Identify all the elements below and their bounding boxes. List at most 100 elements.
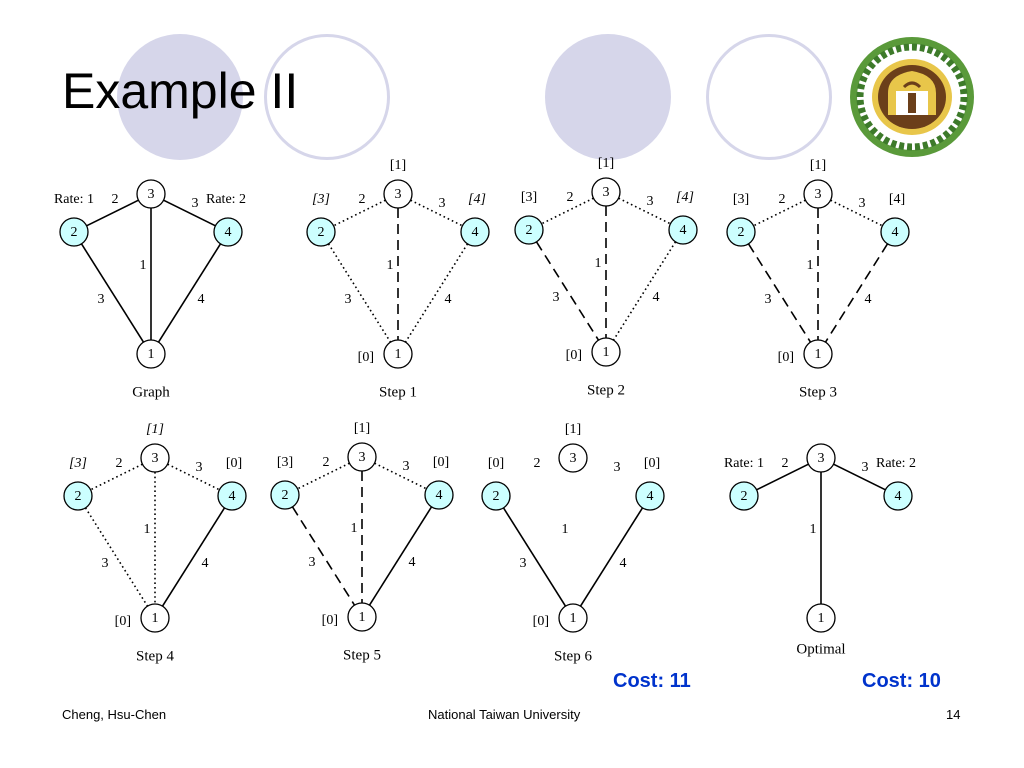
node-value-2: [3] — [69, 456, 87, 471]
edge-3-4 — [833, 463, 886, 491]
node-2 — [270, 480, 300, 510]
edge-weight-2-1: 3 — [309, 555, 316, 570]
footer-institution: National Taiwan University — [428, 707, 581, 722]
node-label-3: 3 — [359, 450, 366, 465]
node-label-3: 3 — [148, 187, 155, 202]
node-value-4: [4] — [889, 192, 905, 207]
edge-3-2 — [297, 462, 350, 490]
graph-caption: Step 4 — [136, 648, 174, 664]
cost-label-optimal: Cost: 10 — [862, 670, 941, 692]
node-2 — [729, 481, 759, 511]
page-number: 14 — [946, 707, 961, 722]
node-label-4: 4 — [892, 225, 899, 240]
node-value-1: [0] — [358, 350, 374, 365]
edge-4-1 — [157, 243, 222, 343]
edge-4-1 — [404, 243, 469, 343]
edge-3-2 — [756, 463, 809, 491]
university-seal-logo — [850, 37, 974, 157]
edge-weight-3-1: 1 — [807, 258, 814, 273]
graph-caption: Step 5 — [343, 647, 381, 663]
edge-weight-3-4: 3 — [614, 460, 621, 475]
node-value-4: [4] — [676, 190, 694, 205]
edge-weight-3-1: 1 — [562, 522, 569, 537]
node-value-3: [1] — [354, 421, 370, 436]
node-label-2: 2 — [493, 489, 500, 504]
graph-caption: Optimal — [796, 641, 845, 657]
edge-weight-3-2: 2 — [323, 455, 330, 470]
edge-weight-3-4: 3 — [647, 194, 654, 209]
edge-3-4 — [167, 463, 220, 491]
node-value-2: [3] — [312, 192, 330, 207]
graph-caption: Step 2 — [587, 382, 625, 398]
graph-caption: Graph — [132, 384, 170, 400]
node-label-2: 2 — [75, 489, 82, 504]
node-value-4: [4] — [468, 192, 486, 207]
node-label-1: 1 — [359, 610, 366, 625]
node-value-4: [0] — [226, 456, 242, 471]
edge-weight-4-1: 4 — [198, 292, 205, 307]
node-value-1: [0] — [778, 350, 794, 365]
node-label-2: 2 — [318, 225, 325, 240]
edge-weight-3-2: 2 — [567, 190, 574, 205]
decorative-ring-1 — [264, 34, 390, 160]
edge-weight-4-1: 4 — [865, 292, 872, 307]
node-3 — [803, 179, 833, 209]
edge-weight-3-1: 1 — [810, 522, 817, 537]
node-4 — [213, 217, 243, 247]
node-3 — [140, 443, 170, 473]
edge-3-4 — [830, 199, 883, 227]
edge-weight-4-1: 4 — [445, 292, 452, 307]
edge-2-1 — [84, 507, 149, 607]
node-label-4: 4 — [225, 225, 232, 240]
node-label-1: 1 — [818, 611, 825, 626]
edge-2-1 — [502, 507, 567, 607]
node-1 — [806, 603, 836, 633]
edge-2-1 — [535, 241, 600, 341]
cost-label-step6: Cost: 11 — [613, 670, 691, 692]
edge-2-1 — [291, 506, 356, 606]
node-label-4: 4 — [680, 223, 687, 238]
node-2 — [726, 217, 756, 247]
rate-label-node-2: Rate: 1 — [54, 192, 94, 207]
node-4 — [883, 481, 913, 511]
node-2 — [514, 215, 544, 245]
edge-weight-3-2: 2 — [534, 456, 541, 471]
edge-3-2 — [333, 199, 386, 227]
node-1 — [591, 337, 621, 367]
node-value-3: [1] — [810, 158, 826, 173]
node-label-1: 1 — [152, 611, 159, 626]
edge-weight-3-2: 2 — [782, 456, 789, 471]
edge-weight-3-4: 3 — [403, 459, 410, 474]
node-label-3: 3 — [818, 451, 825, 466]
node-2 — [63, 481, 93, 511]
node-label-3: 3 — [570, 451, 577, 466]
edge-3-4 — [163, 199, 216, 227]
edge-weight-3-2: 2 — [779, 192, 786, 207]
node-1 — [136, 339, 166, 369]
node-1 — [558, 603, 588, 633]
node-label-3: 3 — [395, 187, 402, 202]
node-3 — [591, 177, 621, 207]
graph-caption: Step 3 — [799, 384, 837, 400]
node-label-4: 4 — [229, 489, 236, 504]
node-4 — [668, 215, 698, 245]
node-value-2: [3] — [733, 192, 749, 207]
node-4 — [217, 481, 247, 511]
edge-3-2 — [541, 197, 594, 225]
node-2 — [59, 217, 89, 247]
node-value-2: [0] — [488, 456, 504, 471]
edge-3-2 — [753, 199, 806, 227]
decorative-circle-1 — [117, 34, 243, 160]
edge-4-1 — [824, 243, 889, 343]
edge-weight-3-1: 1 — [351, 521, 358, 536]
edge-weight-4-1: 4 — [409, 555, 416, 570]
graph-caption: Step 1 — [379, 384, 417, 400]
edge-weight-4-1: 4 — [653, 290, 660, 305]
edge-4-1 — [612, 241, 677, 341]
